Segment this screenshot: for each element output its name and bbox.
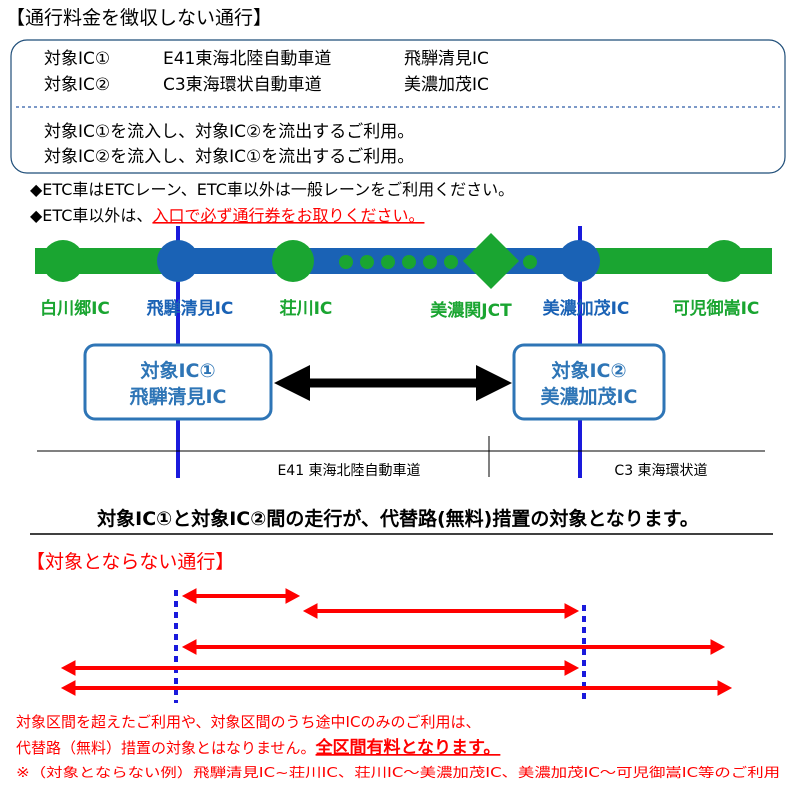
node-kani-mitake xyxy=(703,240,745,282)
node-hida-kiyomi xyxy=(157,240,199,282)
target-box xyxy=(10,39,786,174)
usage-line1: 対象IC①を流入し、対象IC②を流出するご利用。 xyxy=(44,122,414,142)
target1-box-line2: 飛騨清見IC xyxy=(129,385,226,408)
non-target-arrows xyxy=(60,588,733,696)
non-target-arrow xyxy=(302,603,580,619)
non-target-note2-emphasis: 全区間有料となります。 xyxy=(315,737,501,758)
note-non-etc: ◆ETC車以外は、入口で必ず通行券をお取りください。 xyxy=(30,206,424,225)
intermediate-dot xyxy=(423,255,437,269)
non-target-title: 【対象とならない通行】 xyxy=(26,551,234,573)
node-shirakawago xyxy=(42,240,84,282)
non-target-example: ※（対象とならない例）飛騨清見IC~荘川IC、荘川IC～美濃加茂IC、美濃加茂I… xyxy=(16,765,780,781)
header-title: 【通行料金を徴収しない通行】 xyxy=(6,7,272,29)
ic-label-minokamo: 美濃加茂IC xyxy=(543,298,630,319)
ic-label-kani-mitake: 可児御嵩IC xyxy=(673,298,760,319)
intermediate-dot xyxy=(339,255,353,269)
target1-box-line1: 対象IC① xyxy=(139,359,215,382)
intermediate-dot xyxy=(381,255,395,269)
ic-label-shokawa: 荘川IC xyxy=(280,298,333,319)
non-target-note2: 代替路（無料）措置の対象とはなりません。全区間有料となります。 xyxy=(16,737,500,758)
intermediate-dot xyxy=(444,255,458,269)
non-target-note2-prefix: 代替路（無料）措置の対象とはなりません。 xyxy=(16,739,316,757)
non-target-arrow xyxy=(60,660,580,676)
target-row1-label: 対象IC① xyxy=(44,49,110,69)
intermediate-dot xyxy=(360,255,374,269)
target2-box-line2: 美濃加茂IC xyxy=(540,385,637,408)
usage-line2: 対象IC②を流入し、対象IC①を流出するご利用。 xyxy=(44,147,414,167)
road-band-blue xyxy=(178,248,581,274)
intermediate-dot xyxy=(402,255,416,269)
road1-name: E41 東海北陸自動車道 xyxy=(277,462,420,479)
non-target-note1: 対象区間を超えたご利用や、対象区間のうち途中ICのみのご利用は、 xyxy=(16,713,480,731)
target-row1-ic: 飛騨清見IC xyxy=(404,49,489,69)
summary-statement: 対象IC①と対象IC②間の走行が、代替路(無料)措置の対象となります。 xyxy=(96,507,699,530)
target-row2-ic: 美濃加茂IC xyxy=(404,75,489,95)
ic-label-hida-kiyomi: 飛騨清見IC xyxy=(146,298,234,319)
note-non-etc-prefix: ◆ETC車以外は、 xyxy=(30,206,152,225)
intermediate-dots xyxy=(339,255,537,269)
target1-box xyxy=(83,343,273,421)
ic-label-shirakawago: 白川郷IC xyxy=(40,298,110,319)
non-target-arrow xyxy=(181,639,726,655)
node-minokamo xyxy=(558,240,600,282)
road2-name: C3 東海環状道 xyxy=(614,463,707,479)
intermediate-dot xyxy=(523,255,537,269)
node-minoseki-jct xyxy=(463,233,519,289)
target-row1-road: E41東海北陸自動車道 xyxy=(163,49,331,69)
note-etc: ◆ETC車はETCレーン、ETC車以外は一般レーンをご利用ください。 xyxy=(30,180,514,199)
ic-label-minoseki-jct: 美濃関JCT xyxy=(430,300,512,321)
target2-box xyxy=(512,343,666,421)
non-target-arrow xyxy=(181,588,301,604)
non-target-arrow xyxy=(60,680,733,696)
node-shokawa xyxy=(272,240,314,282)
target2-box-line1: 対象IC② xyxy=(550,359,626,382)
target-row2-label: 対象IC② xyxy=(44,75,110,95)
target-row2-road: C3東海環状自動車道 xyxy=(163,75,322,95)
note-non-etc-highlight: 入口で必ず通行券をお取りください。 xyxy=(152,206,424,225)
